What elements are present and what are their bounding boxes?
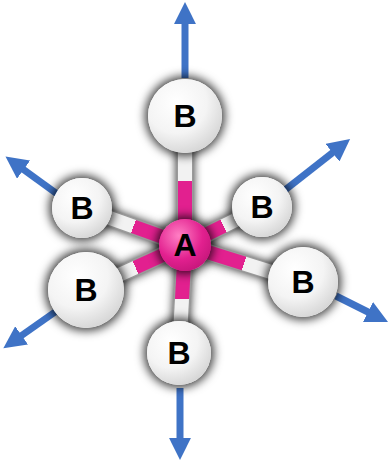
atom-label: B	[74, 274, 97, 306]
atom-label: B	[250, 191, 273, 223]
arrow	[285, 150, 336, 190]
ligand-atom: B	[268, 247, 338, 317]
ligand-atom: B	[48, 252, 124, 328]
arrow	[177, 388, 184, 442]
ligand-atom: B	[232, 177, 292, 237]
central-atom: A	[159, 219, 211, 271]
ligand-atom: B	[148, 79, 222, 153]
atom-label: B	[291, 266, 314, 298]
ligand-atom: B	[147, 321, 211, 385]
arrow	[336, 296, 372, 314]
atom-label: B	[70, 192, 93, 224]
arrow	[182, 20, 189, 78]
atom-label: B	[173, 100, 196, 132]
atom-label: B	[167, 337, 190, 369]
arrow	[20, 167, 60, 196]
arrow	[18, 312, 55, 338]
ligand-atom: B	[52, 178, 112, 238]
atom-label: A	[173, 229, 196, 261]
